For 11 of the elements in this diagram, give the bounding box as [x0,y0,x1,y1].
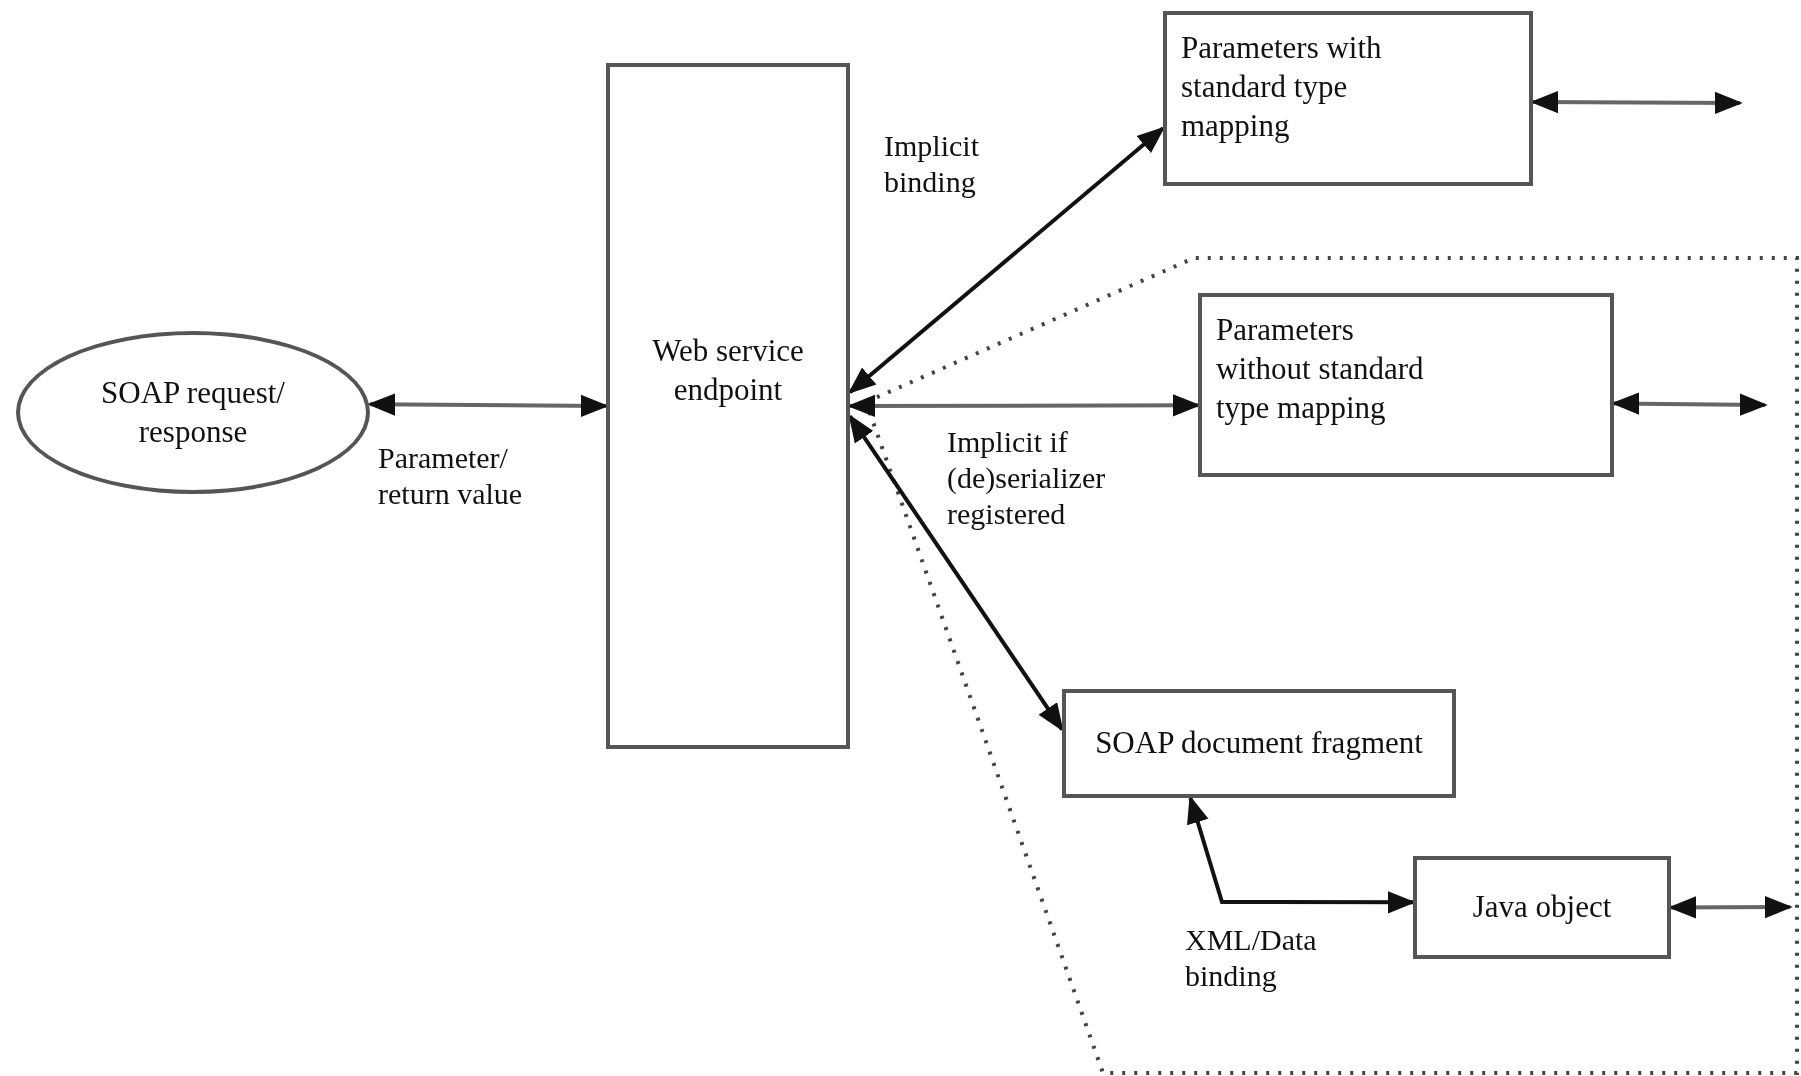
process-box [1413,856,1671,959]
process-box [1062,689,1456,798]
process-box [1198,293,1614,477]
process-box [606,63,850,749]
node-label: Parameters with standard type mapping [1181,29,1383,145]
node-label: Web service endpoint [651,332,805,409]
node-label: SOAP document fragment [1095,724,1423,763]
node-label: Parameters without standard type mapping [1216,311,1425,427]
process-box [1163,11,1533,186]
node-label: SOAP request/ response [100,373,286,451]
node-label: Java object [1472,888,1612,927]
